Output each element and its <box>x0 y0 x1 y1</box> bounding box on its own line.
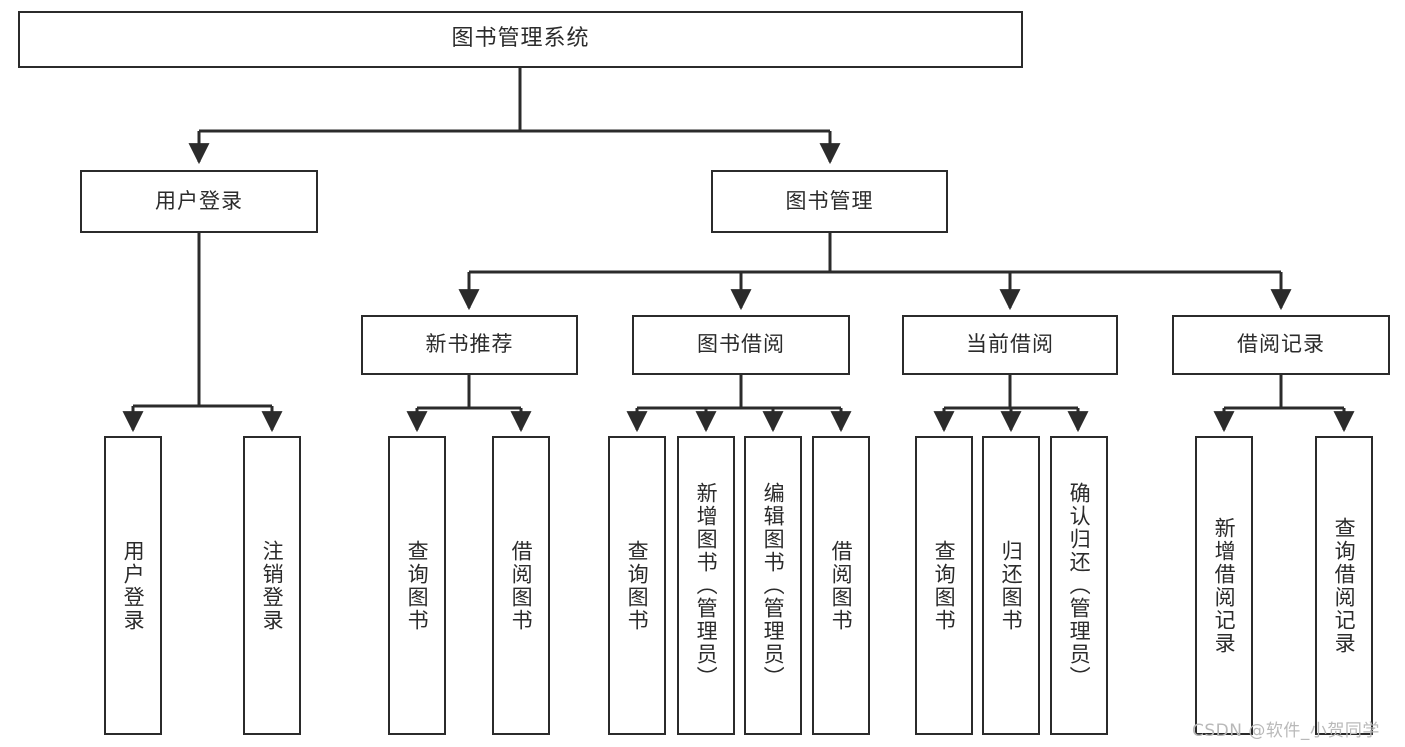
node-leaf-query-record[interactable]: 查询借阅记录 <box>1315 436 1373 735</box>
node-label: 借阅图书 <box>509 539 534 632</box>
node-leaf-user-login[interactable]: 用户登录 <box>104 436 162 735</box>
node-leaf-add-book[interactable]: 新增图书（管理员） <box>677 436 735 735</box>
node-label: 查询图书 <box>405 539 430 632</box>
node-label: 图书借阅 <box>697 332 785 357</box>
node-label: 查询图书 <box>625 539 650 632</box>
node-label: 查询图书 <box>932 539 957 632</box>
node-leaf-query-book-1[interactable]: 查询图书 <box>388 436 446 735</box>
node-label: 确认归还（管理员） <box>1067 482 1092 689</box>
csdn-watermark: CSDN @软件_小贺同学 <box>1192 721 1380 741</box>
node-label: 图书管理 <box>785 188 874 213</box>
node-borrow-record[interactable]: 借阅记录 <box>1172 315 1390 375</box>
node-label: 新增借阅记录 <box>1212 516 1237 655</box>
node-leaf-edit-book[interactable]: 编辑图书（管理员） <box>744 436 802 735</box>
node-label: 归还图书 <box>999 539 1024 632</box>
node-leaf-confirm-return[interactable]: 确认归还（管理员） <box>1050 436 1108 735</box>
node-leaf-borrow-book-1[interactable]: 借阅图书 <box>492 436 550 735</box>
node-label: 借阅图书 <box>829 539 854 632</box>
node-user-login[interactable]: 用户登录 <box>80 170 318 233</box>
node-leaf-add-record[interactable]: 新增借阅记录 <box>1195 436 1253 735</box>
node-book-borrow[interactable]: 图书借阅 <box>632 315 850 375</box>
node-label: 用户登录 <box>121 539 146 632</box>
node-label: 当前借阅 <box>966 332 1054 357</box>
node-leaf-query-book-2[interactable]: 查询图书 <box>608 436 666 735</box>
node-current-borrow[interactable]: 当前借阅 <box>902 315 1118 375</box>
node-label: 图书管理系统 <box>451 26 590 52</box>
node-root-system[interactable]: 图书管理系统 <box>18 11 1023 68</box>
node-label: 用户登录 <box>155 188 243 213</box>
node-book-management[interactable]: 图书管理 <box>711 170 948 233</box>
node-label: 查询借阅记录 <box>1332 516 1357 655</box>
node-label: 编辑图书（管理员） <box>761 482 786 689</box>
node-label: 新增图书（管理员） <box>694 482 719 689</box>
node-label: 新书推荐 <box>425 332 514 357</box>
node-label: 注销登录 <box>260 539 285 632</box>
node-leaf-logout-login[interactable]: 注销登录 <box>243 436 301 735</box>
node-new-book-recommend[interactable]: 新书推荐 <box>361 315 578 375</box>
node-label: 借阅记录 <box>1237 332 1325 357</box>
node-leaf-return-book[interactable]: 归还图书 <box>982 436 1040 735</box>
node-leaf-borrow-book-2[interactable]: 借阅图书 <box>812 436 870 735</box>
node-leaf-query-book-3[interactable]: 查询图书 <box>915 436 973 735</box>
